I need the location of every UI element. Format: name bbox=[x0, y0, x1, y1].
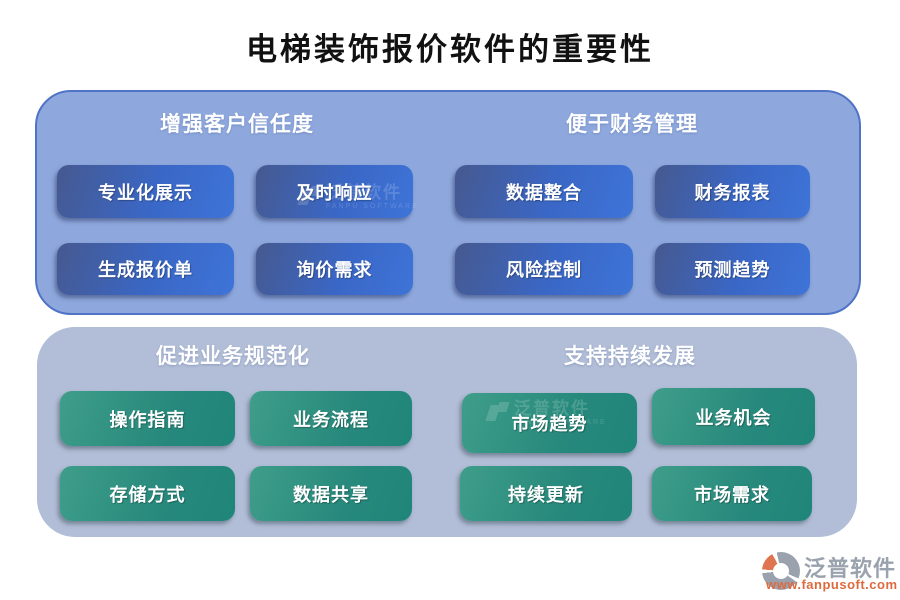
section-header-sustainable-development: 支持持续发展 bbox=[564, 345, 696, 368]
section-header-business-standardization: 促进业务规范化 bbox=[156, 345, 310, 368]
node-financial-report: 财务报表 bbox=[655, 165, 810, 218]
node-professional-display: 专业化展示 bbox=[57, 165, 234, 218]
node-data-sharing: 数据共享 bbox=[250, 466, 412, 521]
node-market-demand: 市场需求 bbox=[652, 466, 812, 521]
node-generate-quotation: 生成报价单 bbox=[57, 243, 234, 295]
panel-standardization-development: 促进业务规范化 支持持续发展 操作指南 业务流程 存储方式 数据共享 市场趋势 … bbox=[37, 327, 857, 537]
node-data-integration: 数据整合 bbox=[455, 165, 633, 218]
node-risk-control: 风险控制 bbox=[455, 243, 633, 295]
node-continuous-update: 持续更新 bbox=[460, 466, 632, 521]
node-business-opportunity: 业务机会 bbox=[652, 388, 815, 445]
page-title: 电梯装饰报价软件的重要性 bbox=[246, 32, 654, 67]
brand-url: www.fanpusoft.com bbox=[766, 577, 898, 592]
node-inquiry-demand: 询价需求 bbox=[256, 243, 413, 295]
brand-name: 泛普软件 bbox=[804, 556, 897, 581]
node-operation-guide: 操作指南 bbox=[60, 391, 235, 446]
section-header-customer-trust: 增强客户信任度 bbox=[160, 113, 314, 136]
panel-customer-finance: 增强客户信任度 便于财务管理 专业化展示 及时响应 生成报价单 询价需求 数据整… bbox=[35, 90, 861, 315]
node-timely-response: 及时响应 bbox=[256, 165, 413, 218]
section-header-financial-mgmt: 便于财务管理 bbox=[566, 113, 698, 136]
node-storage-method: 存储方式 bbox=[60, 466, 235, 521]
node-business-process: 业务流程 bbox=[250, 391, 412, 446]
fanpu-logo-icon bbox=[762, 552, 800, 590]
brand-footer: 泛普软件 www.fanpusoft.com bbox=[760, 549, 898, 594]
node-market-trend: 市场趋势 bbox=[462, 393, 637, 453]
node-trend-forecast: 预测趋势 bbox=[655, 243, 810, 295]
